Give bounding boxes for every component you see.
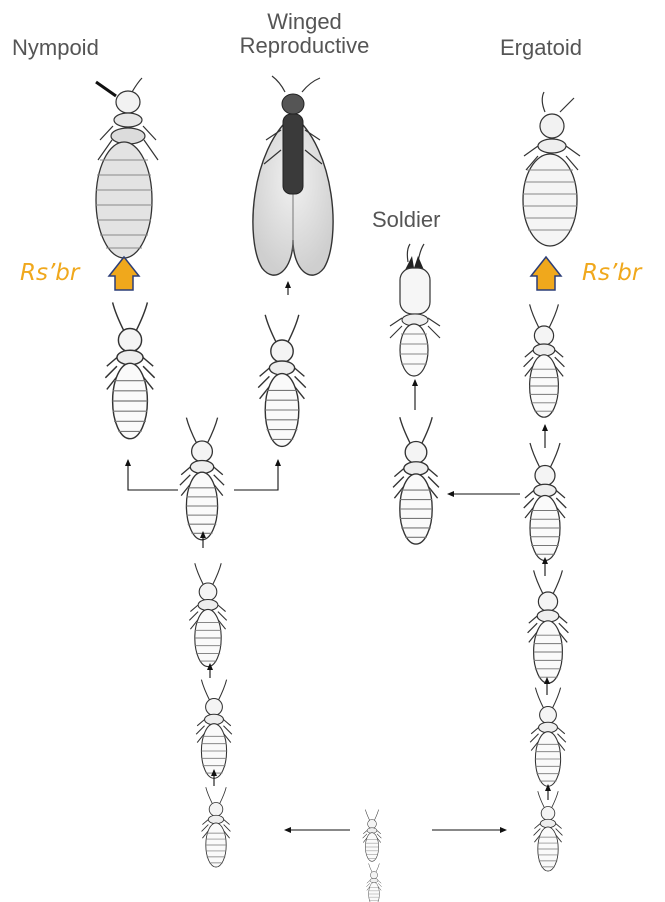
soldier-termite (390, 244, 440, 376)
winged-reproductive-termite (253, 76, 333, 275)
nymph-termites (105, 302, 305, 867)
gene-arrow-right (531, 257, 561, 290)
larva-termites (363, 810, 382, 902)
gene-arrow-left (109, 257, 139, 290)
worker-termites (393, 304, 568, 871)
development-arrows (128, 282, 548, 830)
nympoid-adult-termite (96, 78, 158, 258)
ergatoid-adult-termite (523, 92, 580, 246)
